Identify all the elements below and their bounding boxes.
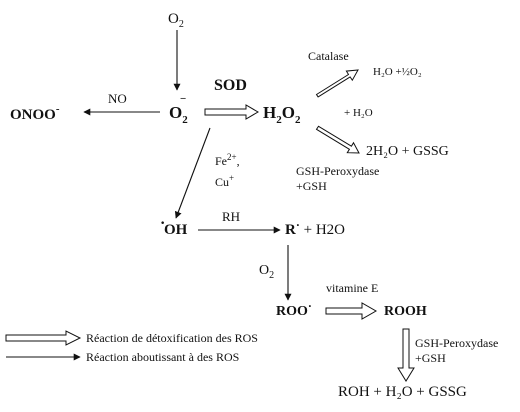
gsh-peroxydase-1-label: GSH-Peroxydase	[296, 164, 379, 178]
o2-mid-label: O2	[259, 263, 274, 281]
radical-label: R· + H2O	[285, 218, 345, 238]
hydroxyl-dot: ·	[160, 215, 165, 232]
hollow-arrow-rooh-to-products	[397, 328, 415, 382]
hollow-arrow-vitamine-e	[325, 302, 378, 320]
legend-hollow-arrow	[5, 330, 82, 346]
vitamine-e-label: vitamine E	[326, 281, 378, 295]
legend-ros-label: Réaction aboutissant à des ROS	[86, 350, 239, 364]
water-note-label: + H₂O	[344, 107, 373, 119]
rh-label: RH	[222, 209, 240, 224]
hollow-arrow-catalase	[315, 69, 359, 98]
fe-label: Fe2+,	[215, 152, 240, 168]
gsh-peroxydase-2-label: GSH-Peroxydase	[415, 336, 498, 350]
catalase-label: Catalase	[308, 49, 349, 63]
sod-label: SOD	[214, 77, 247, 94]
o2-top-label: O2	[168, 11, 184, 30]
cu-label: Cu+	[215, 173, 234, 189]
superoxide-charge: −	[180, 93, 186, 105]
arrow-to-hydroxyl	[174, 127, 211, 219]
hydroperoxide-label: ROOH	[384, 304, 427, 319]
gsh-1-label: +GSH	[296, 179, 327, 193]
gsh-products-label: 2H₂O + GSSG	[366, 144, 449, 159]
superoxide-label: O2	[169, 103, 188, 126]
gsh-2-label: +GSH	[415, 351, 446, 365]
final-products-label: ROH + H₂O + GSSG	[338, 384, 467, 400]
hydrogen-peroxide-label: H2O2	[263, 103, 301, 126]
legend-detox-label: Réaction de détoxification des ROS	[86, 331, 258, 345]
peroxynitrite-label: ONOO-	[10, 103, 60, 123]
hollow-arrow-sod	[204, 104, 259, 120]
hollow-arrow-gsh-peroxydase	[315, 125, 360, 154]
peroxyl-label: ROO·	[276, 299, 312, 319]
hydroxyl-label: OH	[164, 222, 188, 238]
no-label: NO	[108, 91, 127, 106]
catalase-products-label: H₂O +½O₂	[373, 66, 422, 78]
